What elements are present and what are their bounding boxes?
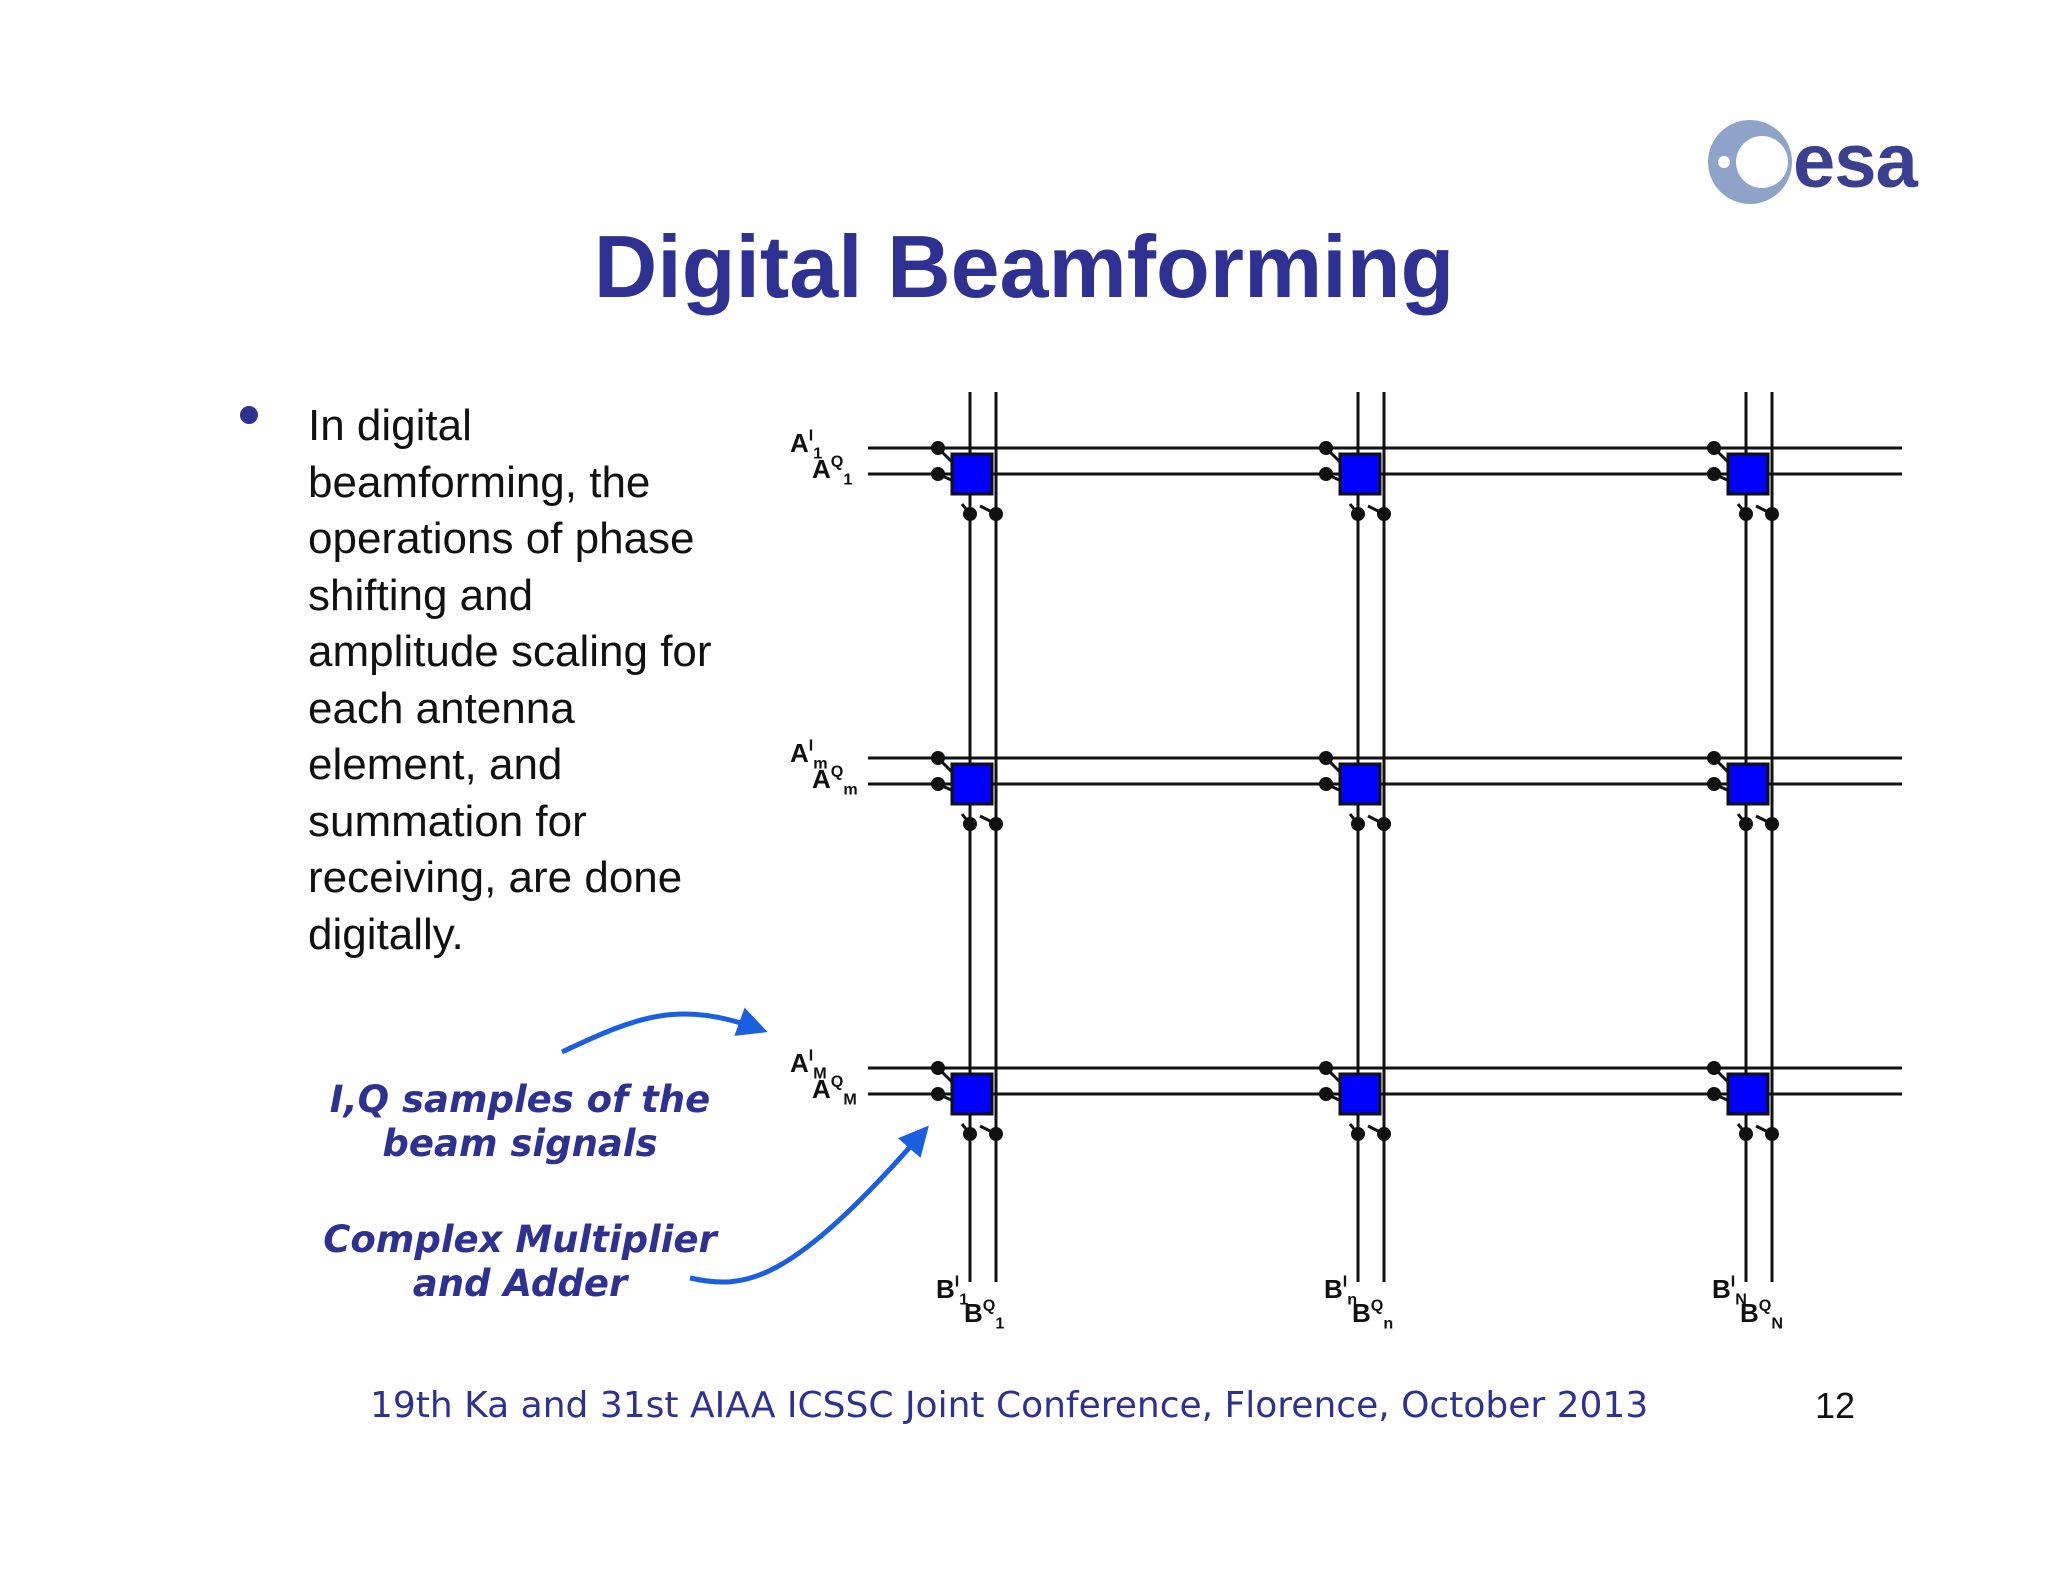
multiplier-adder-node — [950, 762, 994, 806]
output-tap-dot — [989, 1127, 1003, 1141]
col-label-i: BIN — [1712, 1272, 1747, 1308]
arrow-to-multiplier-icon — [689, 1125, 929, 1285]
col-label-q: BQN — [1740, 1296, 1783, 1332]
page-number: 12 — [1814, 1385, 1855, 1426]
output-tap-dot — [1739, 507, 1753, 521]
logo-e-icon — [1736, 136, 1788, 188]
output-tap-dot — [1377, 507, 1391, 521]
multiplier-adder-node — [1338, 452, 1382, 496]
bullet-line: element, and — [308, 740, 563, 789]
footer-text: 19th Ka and 31st AIAA ICSSC Joint Confer… — [370, 1385, 1649, 1426]
col-label-i: BIn — [1324, 1272, 1357, 1308]
output-tap-dot — [963, 817, 977, 831]
output-tap-dot — [1739, 1127, 1753, 1141]
row-label-i: AIm — [790, 736, 828, 772]
multiplier-adder-node — [1726, 452, 1770, 496]
multiplier-adder-node — [950, 1072, 994, 1116]
callout-complex-multiplier: Complex Multiplier and Adder — [300, 1218, 740, 1306]
output-tap-dot — [1739, 817, 1753, 831]
bullet-line: each antenna — [308, 683, 575, 733]
row-label-i: AIM — [790, 1046, 827, 1082]
callout-line: and Adder — [412, 1262, 628, 1305]
bullet-line: In digital — [308, 401, 472, 450]
row-label-q: AQM — [812, 1072, 857, 1108]
multiplier-adder-node — [950, 452, 994, 496]
output-tap-dot — [989, 817, 1003, 831]
bullet-line: shifting and — [308, 570, 534, 620]
esa-logo — [1708, 120, 1792, 204]
multiplier-adder-node — [1338, 762, 1382, 806]
logo-dot-icon — [1718, 156, 1730, 168]
bullet-line: operations of phase — [308, 514, 695, 563]
output-tap-dot — [989, 507, 1003, 521]
bullet-line: summation for — [308, 796, 587, 846]
output-tap-dot — [1765, 507, 1779, 521]
multiplier-adder-node — [1338, 1072, 1382, 1116]
output-tap-dot — [963, 507, 977, 521]
row-label-q: AQm — [812, 762, 858, 798]
row-label-i: AI1 — [790, 426, 822, 462]
col-label-i: BI1 — [936, 1272, 968, 1308]
logo-text: esa — [1793, 119, 1918, 204]
output-tap-dot — [1351, 1127, 1365, 1141]
callout-iq-samples: I,Q samples of the beam signals — [300, 1078, 740, 1166]
bullet-line: beamforming, the — [308, 457, 651, 507]
callout-line: beam signals — [382, 1122, 658, 1165]
col-label-q: BQn — [1352, 1296, 1393, 1332]
bullet-line: digitally. — [308, 909, 464, 959]
output-tap-dot — [1351, 817, 1365, 831]
output-tap-dot — [1765, 1127, 1779, 1141]
output-tap-dot — [963, 1127, 977, 1141]
bullet-line: amplitude scaling for — [308, 627, 712, 676]
output-tap-dot — [1377, 1127, 1391, 1141]
output-tap-dot — [1377, 817, 1391, 831]
row-label-q: AQ1 — [812, 452, 852, 488]
output-tap-dot — [1351, 507, 1365, 521]
bullet-icon — [240, 406, 258, 424]
bullet-text: In digital beamforming, the operations o… — [308, 398, 768, 963]
col-label-q: BQ1 — [964, 1296, 1004, 1332]
callout-line: I,Q samples of the — [329, 1078, 711, 1121]
arrow-to-iq-samples-icon — [560, 1007, 768, 1055]
bullet-line: receiving, are done — [308, 853, 683, 902]
slide-title: Digital Beamforming — [593, 217, 1455, 316]
multiplier-adder-node — [1726, 762, 1770, 806]
multiplier-adder-node — [1726, 1072, 1770, 1116]
callout-line: Complex Multiplier — [323, 1218, 717, 1261]
output-tap-dot — [1765, 817, 1779, 831]
